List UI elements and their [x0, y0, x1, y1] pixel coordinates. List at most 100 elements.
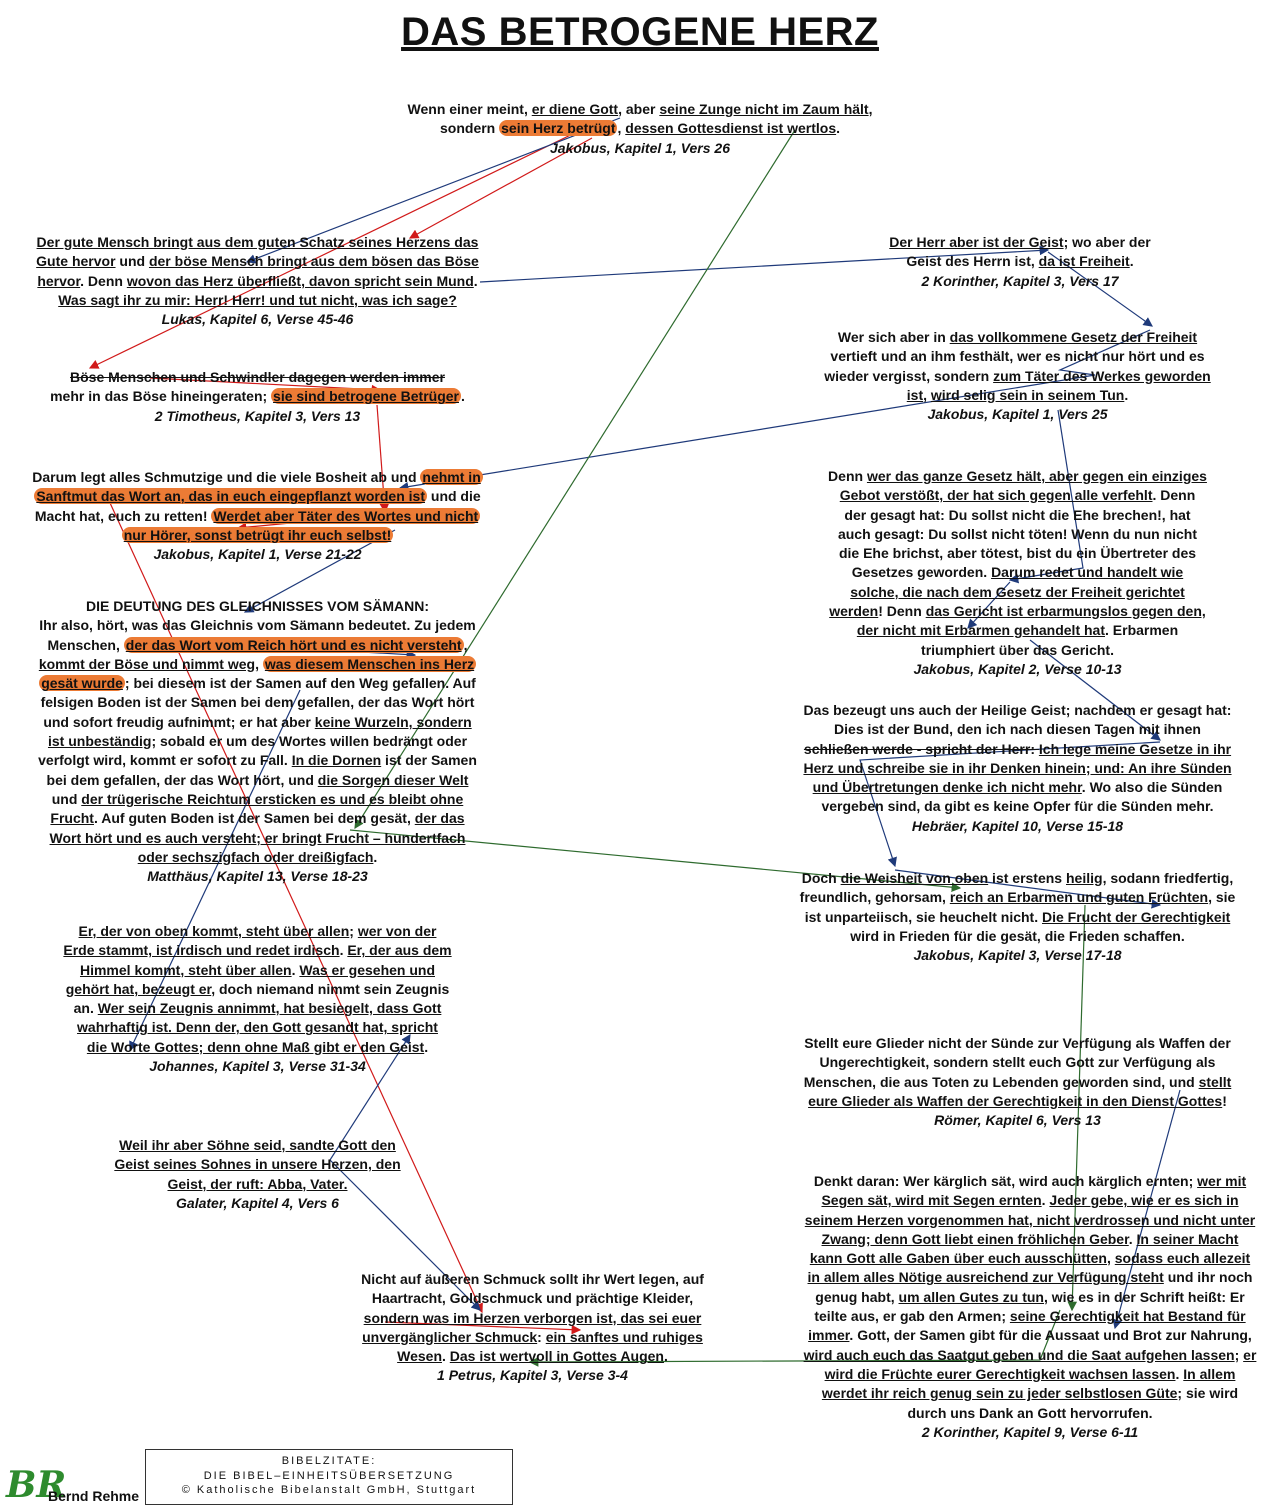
text: Ihr also, hört, was das Gleichnis vom Sä…: [39, 617, 476, 634]
quote-reference: 1 Petrus, Kapitel 3, Verse 3-4: [437, 1367, 628, 1384]
text: unvergänglicher Schmuck: [362, 1328, 538, 1345]
text: .: [442, 1348, 450, 1365]
text: seinem Herzen vorgenommen hat, nicht ver…: [804, 1211, 1256, 1228]
text: kommt der Böse und nimmt weg: [38, 655, 256, 672]
text: die Sorgen dieser Welt: [317, 771, 469, 788]
text: wird die Früchte eurer Gerechtigkeit wac…: [824, 1365, 1176, 1382]
text: freundlich, gehorsam,: [799, 889, 950, 906]
text: ; sie wird: [1177, 1385, 1239, 1402]
text: ist unbeständig: [47, 733, 152, 750]
text: ist unparteiisch, sie heuchelt nicht.: [804, 908, 1042, 925]
text: ist: [906, 386, 924, 403]
text: In seiner Macht: [1136, 1230, 1239, 1247]
text: :: [537, 1328, 546, 1345]
text: .: [1175, 1365, 1184, 1382]
text: Segen sät, wird mit Segen ernten: [821, 1192, 1042, 1209]
copyright-line: BIBELZITATE:: [281, 1455, 377, 1467]
highlight-text: nur Hörer, sonst betrügt ihr euch selbst…: [121, 526, 394, 543]
text: reich an Erbarmen und guten Früchten: [949, 889, 1209, 906]
text: ,: [1106, 1250, 1115, 1267]
text: wieder vergisst, sondern: [824, 367, 994, 384]
text: wer mit: [1197, 1173, 1247, 1189]
copyright-line: © Katholische Bibelanstalt GmbH, Stuttga…: [181, 1484, 477, 1496]
text: eure Glieder als Waffen der Gerechtigkei…: [808, 1092, 1223, 1109]
text: !: [1222, 1092, 1227, 1109]
text: bei dem gefallen, der das Wort hört, und: [46, 771, 318, 788]
text: er: [1243, 1346, 1257, 1363]
text: er diene Gott: [531, 101, 619, 117]
text: .: [460, 388, 465, 405]
quote-korinther-9-6: Denkt daran: Wer kärglich sät, wird auch…: [795, 1172, 1265, 1442]
text: zum Täter des Werkes geworden: [993, 367, 1211, 384]
text: wird in Frieden für die gesät, die Fried…: [850, 927, 1185, 944]
text: Die Frucht der Gerechtigkeit: [1042, 908, 1231, 925]
text: ! Denn: [878, 603, 926, 620]
quote-johannes-3-31: Er, der von oben kommt, steht über allen…: [20, 922, 495, 1076]
text: Dies ist der Bund, den ich nach diesen T…: [834, 721, 1201, 738]
quote-petrus-3-3: Nicht auf äußeren Schmuck sollt ihr Wert…: [320, 1270, 745, 1386]
text: .: [291, 961, 300, 978]
text: . Auf guten Boden ist der Samen bei dem …: [93, 810, 415, 827]
text: vertieft und an ihm festhält, wer es nic…: [830, 348, 1205, 365]
quote-reference: 2 Korinther, Kapitel 3, Vers 17: [921, 272, 1119, 289]
text: und die: [427, 488, 481, 505]
text: Menschen,: [47, 636, 124, 653]
text: .: [1124, 386, 1129, 403]
text: Frucht: [50, 810, 94, 827]
text: Gute hervor: [36, 253, 116, 270]
text: Denkt daran: Wer kärglich sät, wird auch…: [813, 1173, 1198, 1189]
quote-lukas-6-45: Der gute Mensch bringt aus dem guten Sch…: [20, 233, 495, 329]
text: und Übertretungen denke ich nicht mehr: [812, 779, 1082, 796]
text: ;: [349, 923, 358, 939]
text: auch gesagt: Du sollst nicht töten! Wenn…: [837, 525, 1198, 542]
text: um allen Gutes zu tun: [898, 1288, 1044, 1305]
text: wird auch euch das Saatgut geben und die…: [803, 1346, 1235, 1363]
text: der trügerische Reichtum ersticken es un…: [81, 790, 464, 807]
text: . Gott, der Samen gibt für die Aussaat u…: [849, 1327, 1252, 1344]
text: durch uns Dank an Gott hervorrufen.: [907, 1404, 1153, 1421]
text: verfolgt wird, kommt er sofort zu Fall.: [38, 752, 292, 769]
text: immer: [808, 1327, 850, 1344]
highlight-text: was diesem Menschen ins Herz: [262, 655, 477, 672]
text: oder sechszigfach oder dreißigfach: [137, 848, 374, 865]
copyright-box: BIBELZITATE: DIE BIBEL–EINHEITSÜBERSETZU…: [145, 1449, 513, 1505]
quote-timotheus-3-13: Böse Menschen und Schwindler dagegen wer…: [20, 368, 495, 426]
quote-reference: Johannes, Kapitel 3, Verse 31-34: [149, 1058, 366, 1075]
text: .: [473, 272, 478, 289]
text: dessen Gottesdienst ist wertlos: [625, 120, 837, 137]
text: das vollkommene Gesetz der Freiheit: [949, 329, 1198, 345]
quote-galater-4-6: Weil ihr aber Söhne seid, sandte Gott de…: [60, 1136, 455, 1213]
text: ;: [1234, 1346, 1244, 1363]
quote-jakobus-1-26: Wenn einer meint, er diene Gott, aber se…: [380, 100, 900, 158]
text: Was er gesehen und: [299, 961, 435, 978]
text: Gesetzes geworden.: [851, 564, 992, 581]
text: wovon das Herz überfließt, davon spricht…: [126, 272, 474, 289]
text: und sofort freudig aufnimmt; er hat aber: [43, 713, 315, 730]
text: in allem alles Nötige ausreichend zur Ve…: [807, 1269, 1164, 1286]
text: ,: [617, 120, 626, 137]
text: der gesagt hat: Du sollst nicht die Ehe …: [844, 506, 1191, 523]
text: ; sobald er um des Wortes willen bedräng…: [151, 733, 468, 750]
text: Geist des Herrn ist,: [906, 253, 1039, 270]
text: ,: [463, 636, 468, 653]
quote-jakobus-1-21: Darum legt alles Schmutzige und die viel…: [20, 468, 495, 564]
text: Der Herr aber ist der Geist: [889, 234, 1064, 250]
text: .: [1128, 1230, 1137, 1247]
text: ; wo aber der: [1063, 234, 1151, 250]
text: ,: [255, 655, 263, 672]
text: Wort hört und es auch versteht; er bring…: [49, 829, 466, 846]
text: In allem: [1183, 1365, 1236, 1382]
text: Böse Menschen und Schwindler dagegen wer…: [70, 369, 445, 385]
text: .: [1129, 253, 1134, 270]
text: ,: [868, 101, 873, 117]
quote-reference: Matthäus, Kapitel 13, Verse 18-23: [147, 868, 368, 885]
text: , doch niemand nimmt sein Zeugnis: [211, 980, 450, 997]
text: Doch: [801, 870, 841, 886]
text: Was sagt ihr zu mir: Herr! Herr! und tut…: [58, 291, 457, 308]
text: Erde stammt, ist irdisch und redet irdis…: [63, 942, 340, 959]
text: .: [1041, 1192, 1050, 1209]
text: die Ehe brichst, aber tötest, bist du ei…: [838, 545, 1197, 562]
text: .: [373, 848, 378, 865]
text: Darum legt alles Schmutzige und die viel…: [32, 469, 421, 485]
text: stellt: [1198, 1073, 1232, 1090]
